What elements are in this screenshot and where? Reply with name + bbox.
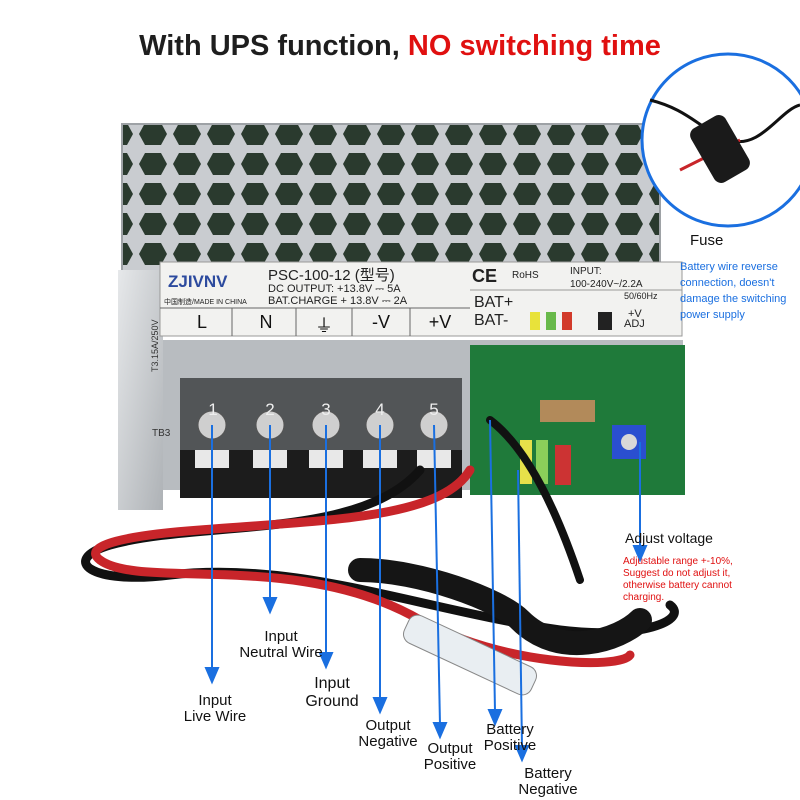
fuse-callout <box>640 52 800 228</box>
label-line: Battery <box>486 721 534 738</box>
terminal-number-1: 1 <box>208 400 218 419</box>
label-line: Input <box>198 692 232 709</box>
label-input-ground: Input Ground <box>292 675 372 711</box>
adjust-note-line: Adjustable range +-10%, <box>623 556 733 567</box>
plate-frequency: 50/60Hz <box>624 291 658 301</box>
plate-bat-minus: BAT- <box>474 312 509 329</box>
plate-bat-charge: BAT.CHARGE + 13.8V ⎓ 2A <box>268 295 408 307</box>
headline-part-2: NO switching time <box>407 30 661 62</box>
plate-dc-output: DC OUTPUT: +13.8V ⎓ 5A <box>268 283 401 295</box>
label-line: Ground <box>305 693 359 710</box>
headline-part-1: With UPS function, <box>139 30 408 62</box>
plate-made-in: 中国制造/MADE IN CHINA <box>164 299 247 306</box>
plate-adj-bottom: ADJ <box>624 318 645 330</box>
bat-color-yellow <box>530 312 540 330</box>
tb-print: TB3 <box>152 428 171 439</box>
plate-adj-top: +V <box>628 308 642 320</box>
plate-brand: ZJIVNV <box>168 272 228 291</box>
led-green <box>536 440 548 484</box>
adjust-title: Adjust voltage <box>625 530 713 546</box>
terminal-number-5: 5 <box>429 400 439 419</box>
switch-symbol <box>598 312 612 330</box>
adjust-note-line: Suggest do not adjust it, <box>623 568 731 579</box>
label-line: Input <box>314 675 350 692</box>
label-input-neutral-wire: Input Neutral Wire <box>226 629 336 661</box>
adjust-note: Adjustable range +-10%, Suggest do not a… <box>623 556 793 604</box>
fuse-note: Battery wire reverse connection, doesn't… <box>680 259 800 323</box>
case-side-panel <box>118 270 163 510</box>
terminal-number-2: 2 <box>265 400 275 419</box>
plate-bat-plus: BAT+ <box>474 294 514 311</box>
label-battery-negative: Battery Negative <box>508 766 588 798</box>
fuse-title: Fuse <box>690 232 724 249</box>
hex-vent-grille <box>122 124 660 274</box>
adjust-note-line: charging. <box>623 592 665 603</box>
terminal-label-n: N <box>259 312 273 332</box>
rohs-mark: RoHS <box>512 270 539 281</box>
label-line: Input <box>264 628 298 645</box>
plate-input-value: 100-240V~/2.2A <box>570 279 643 290</box>
label-battery-positive: Battery Positive <box>470 722 550 754</box>
label-line: Positive <box>483 737 537 754</box>
plate-model: PSC-100-12 (型号) <box>268 267 395 284</box>
label-line: Output <box>365 717 411 734</box>
fuse-holder <box>690 115 750 183</box>
led-red <box>555 445 571 485</box>
plate-input-title: INPUT: <box>570 266 602 277</box>
label-output-negative: Output Negative <box>348 718 428 750</box>
label-line: Neutral Wire <box>239 644 323 661</box>
fuse-note-line: connection, doesn't <box>680 277 775 289</box>
label-line: Negative <box>518 781 578 798</box>
label-input-live-wire: Input Live Wire <box>170 693 260 725</box>
bat-color-green <box>546 312 556 330</box>
case-top <box>121 123 661 275</box>
terminal-label-positive: +V <box>428 312 452 332</box>
label-output-positive: Output Positive <box>410 741 490 773</box>
side-fuse-print: T3.15A/250V <box>150 319 160 372</box>
terminal-number-4: 4 <box>375 400 385 419</box>
terminal-block <box>180 378 462 498</box>
fuse-note-line: damage the switching <box>680 293 787 305</box>
fuse-note-line: power supply <box>680 309 745 321</box>
label-line: Battery <box>524 765 572 782</box>
adjust-note-line: otherwise battery cannot <box>623 580 732 591</box>
label-plate <box>159 261 683 337</box>
label-line: Negative <box>358 733 418 750</box>
pointer-arrows <box>204 419 648 763</box>
terminal-label-l: L <box>196 312 207 332</box>
resistors <box>540 400 595 422</box>
label-line: Positive <box>423 756 477 773</box>
terminal-label-negative: -V <box>372 312 390 332</box>
fuse-note-line: Battery wire reverse <box>680 261 778 273</box>
ce-mark: CE <box>472 266 498 286</box>
terminal-label-ground: ⏚ <box>315 316 333 336</box>
bat-color-red <box>562 312 572 330</box>
terminal-number-3: 3 <box>321 400 331 419</box>
label-line: Live Wire <box>183 708 247 725</box>
headline: With UPS function, NO switching time <box>0 30 800 63</box>
label-line: Output <box>427 740 473 757</box>
